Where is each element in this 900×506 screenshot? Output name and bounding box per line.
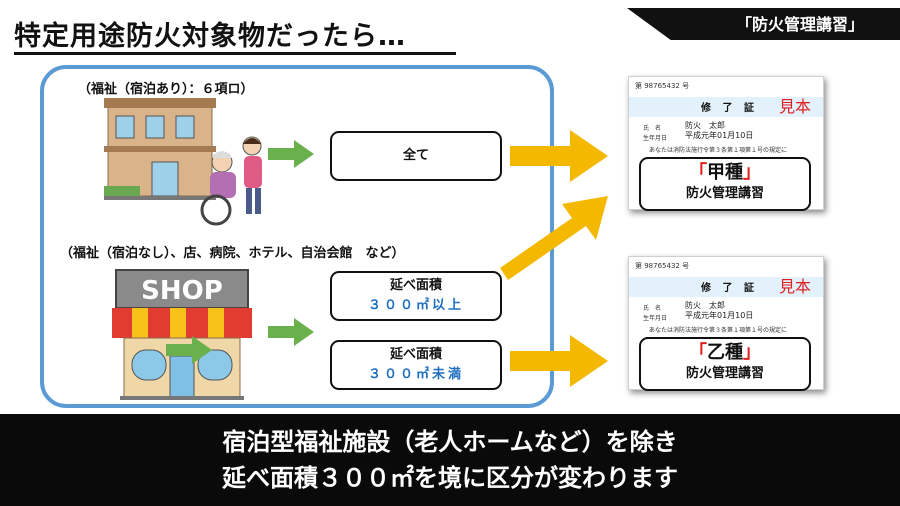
grade-name: 乙種	[707, 342, 743, 363]
arrow-diagonal-icon	[500, 196, 608, 280]
all-label: 全て	[402, 148, 429, 163]
course-name: 防火管理講習	[685, 366, 764, 381]
certificate-koshu: 第 98765432 号 修 了 証 見本 氏 名 防火 太郎 生年月日 平成元…	[628, 76, 824, 211]
title-underline	[14, 52, 456, 55]
name-label: 氏 名	[643, 305, 662, 312]
holder-name: 防火 太郎	[685, 301, 725, 310]
area-value-over: ３００㎡以上	[367, 298, 464, 313]
certificate-text: あなたは消防法施行令第３条第１項第１号の規定に	[649, 327, 788, 334]
other-facilities-label: （福祉（宿泊なし）、店、病院、ホテル、自治会館 など）	[60, 246, 405, 261]
area-label: 延べ面積	[389, 278, 442, 293]
dob-label: 生年月日	[643, 135, 668, 142]
welfare-lodging-label: （福祉（宿泊あり）：６項ロ）	[78, 82, 254, 97]
area-label: 延べ面積	[389, 347, 442, 362]
certificate-title: 修 了 証	[701, 283, 758, 294]
certificate-grade-box: 「甲種」 防火管理講習	[639, 157, 811, 211]
certificate-header-bar	[629, 277, 823, 297]
area-value-under: ３００㎡未満	[367, 367, 464, 382]
certificate-text: あなたは消防法施行令第３条第１項第１号の規定に	[649, 147, 788, 154]
certificate-title: 修 了 証	[701, 103, 758, 114]
shop-illustration: SHOP	[112, 269, 252, 400]
certificate-number: 第 98765432 号	[635, 82, 690, 90]
summary-line-2: 延べ面積３００㎡を境に区分が変わります	[222, 464, 678, 492]
shop-sign: SHOP	[141, 276, 223, 306]
area-300-or-more-box: 延べ面積 ３００㎡以上	[330, 271, 502, 321]
arrow-right-icon	[268, 140, 314, 168]
sample-stamp: 見本	[779, 277, 812, 296]
arrow-right-icon	[166, 336, 212, 364]
grade-heading: 「甲種」	[689, 162, 761, 183]
certificate-grade-box: 「乙種」 防火管理講習	[639, 337, 811, 391]
all-facilities-box: 全て	[330, 131, 502, 181]
sample-stamp: 見本	[779, 97, 812, 116]
arrow-right-icon	[510, 335, 608, 387]
certificate-otsushu: 第 98765432 号 修 了 証 見本 氏 名 防火 太郎 生年月日 平成元…	[628, 256, 824, 391]
arrow-right-icon	[510, 130, 608, 182]
course-tag-background	[627, 8, 900, 40]
certificate-number: 第 98765432 号	[635, 262, 690, 270]
summary-banner: 宿泊型福祉施設（老人ホームなど）を除き 延べ面積３００㎡を境に区分が変わります	[0, 414, 900, 506]
grade-name: 甲種	[707, 162, 743, 183]
course-tag: 「防火管理講習」	[735, 15, 864, 34]
area-under-300-box: 延べ面積 ３００㎡未満	[330, 340, 502, 390]
dob-label: 生年月日	[643, 315, 668, 322]
holder-dob: 平成元年01月10日	[685, 131, 754, 140]
summary-line-1: 宿泊型福祉施設（老人ホームなど）を除き	[222, 428, 678, 456]
course-name: 防火管理講習	[685, 186, 764, 201]
certificate-header-bar	[629, 97, 823, 117]
arrow-right-icon	[268, 318, 314, 346]
grade-heading: 「乙種」	[689, 342, 761, 363]
name-label: 氏 名	[643, 125, 662, 132]
nursing-home-illustration	[104, 98, 262, 226]
page-title: 特定用途防火対象物だったら…	[14, 21, 406, 52]
holder-dob: 平成元年01月10日	[685, 311, 754, 320]
holder-name: 防火 太郎	[685, 121, 725, 130]
